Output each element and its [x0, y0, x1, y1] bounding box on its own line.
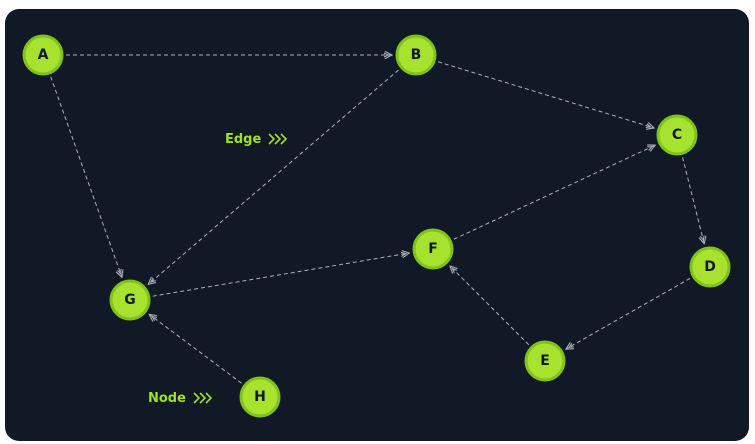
node-label: C: [672, 127, 682, 143]
node-label: A: [38, 47, 49, 63]
node-g[interactable]: G: [109, 279, 151, 321]
node-circle: [239, 376, 281, 418]
node-label: E: [540, 353, 550, 369]
node-circle: [524, 340, 566, 382]
edge-a-g: [50, 76, 122, 278]
edge-c-d: [682, 157, 705, 243]
edge-legend: Edge: [225, 131, 291, 147]
edge-g-f: [152, 253, 410, 297]
edges-layer: [50, 55, 705, 384]
node-label: F: [428, 241, 438, 257]
node-circle: [656, 114, 698, 156]
node-legend-label: Node: [148, 390, 186, 406]
node-legend: Node: [148, 390, 216, 406]
node-circle: [412, 228, 454, 270]
edge-h-g: [149, 314, 242, 384]
node-label: G: [124, 292, 136, 308]
node-e[interactable]: E: [524, 340, 566, 382]
node-h[interactable]: H: [239, 376, 281, 418]
node-a[interactable]: A: [22, 34, 64, 76]
node-label: B: [411, 47, 422, 63]
node-label: D: [704, 259, 716, 275]
edge-b-g: [148, 69, 399, 284]
node-c[interactable]: C: [656, 114, 698, 156]
node-circle: [109, 279, 151, 321]
edge-d-e: [566, 277, 691, 349]
node-circle: [689, 246, 731, 288]
node-f[interactable]: F: [412, 228, 454, 270]
node-circle: [395, 34, 437, 76]
edge-f-c: [453, 145, 655, 240]
chevrons-right-icon: [268, 133, 288, 145]
chevrons-right-icon: [193, 392, 213, 404]
edge-legend-label: Edge: [225, 131, 262, 147]
node-d[interactable]: D: [689, 246, 731, 288]
node-circle: [22, 34, 64, 76]
edge-e-f: [450, 266, 530, 346]
diagram-panel: [5, 9, 749, 441]
node-b[interactable]: B: [395, 34, 437, 76]
edge-b-c: [437, 61, 654, 128]
node-label: H: [254, 389, 266, 405]
nodes-layer: A B C D E F G H: [22, 34, 731, 418]
